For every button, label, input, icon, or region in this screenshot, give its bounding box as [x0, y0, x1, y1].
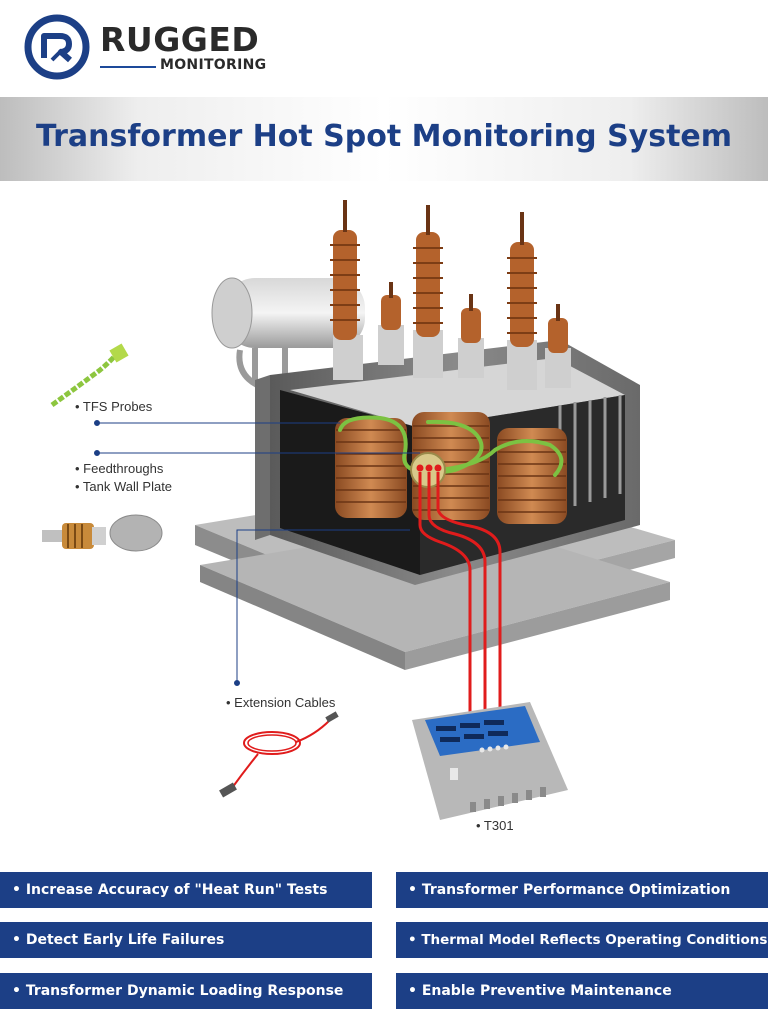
page-title: Transformer Hot Spot Monitoring System — [35, 119, 733, 154]
label-tfs-probes: • TFS Probes — [75, 399, 153, 414]
transformer-bushings — [330, 200, 571, 390]
feature-bar-early-failures: • Detect Early Life Failures — [0, 922, 372, 958]
feedthrough-product — [42, 523, 106, 549]
extension-cable-product — [219, 711, 339, 798]
label-t301: • T301 — [476, 818, 514, 833]
label-extension-cables: • Extension Cables — [226, 695, 336, 710]
rugged-logo-icon — [24, 14, 90, 80]
brand-name: RUGGED — [100, 20, 260, 59]
brand-subtitle: MONITORING — [160, 57, 267, 73]
label-tank-wall-plate: • Tank Wall Plate — [75, 479, 172, 494]
feature-bar-performance: • Transformer Performance Optimization — [396, 872, 768, 908]
feature-bar-preventive-maintenance: • Enable Preventive Maintenance — [396, 973, 768, 1009]
transformer-diagram: • TFS Probes • Feedthroughs • Tank Wall … — [42, 200, 675, 833]
t301-monitor-device — [412, 702, 568, 820]
company-logo: RUGGED MONITORING — [24, 14, 284, 84]
feature-bar-dynamic-loading: • Transformer Dynamic Loading Response — [0, 973, 372, 1009]
extension-cable-runs — [418, 472, 502, 715]
tank-wall-plate-product — [109, 514, 163, 552]
brand-rule — [100, 66, 156, 68]
feature-bar-thermal-model: • Thermal Model Reflects Operating Condi… — [396, 922, 768, 958]
tfs-probe-product — [50, 343, 129, 408]
feature-bar-heat-run: • Increase Accuracy of "Heat Run" Tests — [0, 872, 372, 908]
transformer-windings — [335, 412, 567, 524]
title-banner: Transformer Hot Spot Monitoring System — [0, 97, 768, 181]
callout-lines — [94, 420, 420, 686]
label-feedthroughs: • Feedthroughs — [75, 461, 164, 476]
